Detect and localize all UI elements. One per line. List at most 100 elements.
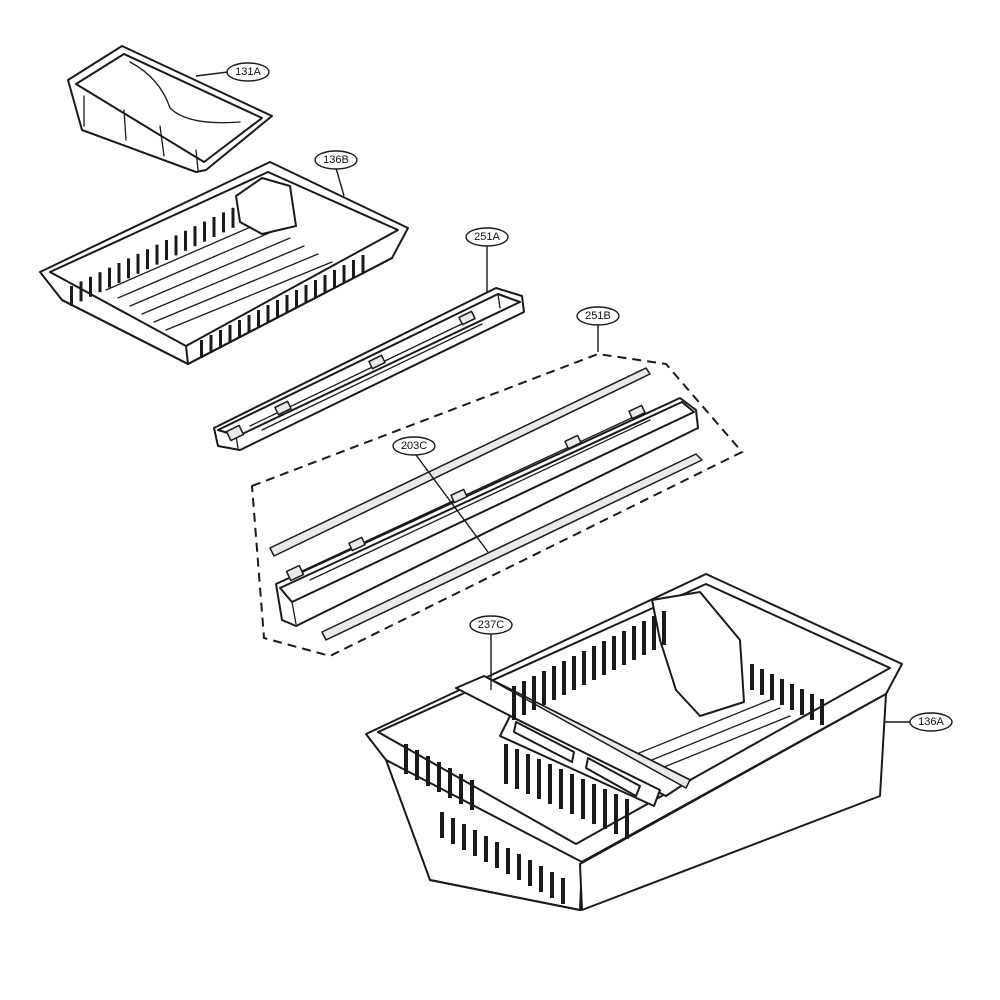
callout-label-251a: 251A: [474, 231, 500, 243]
vent-slot: [228, 325, 232, 343]
vent-slot: [448, 768, 452, 798]
vent-slot: [155, 244, 159, 265]
vent-slot: [108, 267, 111, 288]
vent-slot: [603, 789, 607, 829]
vent-slot: [165, 240, 168, 260]
callout-136a: 136A: [884, 712, 953, 732]
vent-slot: [212, 217, 216, 237]
callout-label-131a: 131A: [235, 66, 261, 78]
part-136b-upper-basket: [39, 161, 409, 365]
vent-slot: [625, 799, 629, 839]
vent-slot: [820, 699, 824, 725]
vent-slot: [526, 754, 530, 794]
vent-slot: [512, 686, 516, 720]
vent-slot: [238, 320, 241, 338]
vent-slot: [295, 290, 298, 308]
vent-slot: [257, 310, 260, 328]
callout-label-136b: 136B: [323, 154, 349, 166]
part-251b-rail-assembly: [250, 352, 744, 658]
vent-slot: [451, 818, 455, 844]
vent-slot: [89, 276, 92, 297]
vent-slot: [361, 255, 365, 273]
vent-slot: [127, 258, 130, 279]
part-136a-large-basket: [365, 573, 903, 911]
vent-slot: [592, 646, 596, 680]
vent-slot: [314, 280, 317, 298]
vent-slot: [790, 684, 794, 710]
vent-slot: [539, 866, 543, 892]
vent-slot: [459, 774, 463, 804]
vent-slot: [426, 756, 430, 786]
vent-slot: [352, 260, 355, 278]
vent-slot: [570, 774, 574, 814]
vent-slot: [193, 226, 197, 247]
vent-slot: [342, 265, 346, 283]
vent-slot: [561, 878, 565, 904]
vent-slot: [174, 235, 178, 256]
vent-slot: [662, 611, 666, 645]
vent-slot: [222, 212, 225, 233]
vent-slot: [537, 759, 541, 799]
vent-slot: [98, 272, 102, 293]
vent-slot: [622, 631, 626, 665]
vent-slot: [470, 780, 474, 810]
vent-slot: [632, 626, 636, 660]
callout-251a: 251A: [465, 227, 509, 292]
vent-slot: [440, 812, 444, 838]
vent-slot: [136, 253, 140, 274]
vent-slot: [559, 769, 563, 809]
vent-slot: [285, 295, 289, 313]
vent-slot: [652, 616, 656, 650]
callout-251b: 251B: [576, 306, 620, 352]
vent-slot: [415, 750, 419, 780]
vent-slot: [760, 669, 764, 695]
vent-slot: [323, 275, 327, 293]
vent-slot: [602, 641, 606, 675]
vent-slot: [404, 744, 408, 774]
vent-slot: [117, 263, 121, 283]
vent-slot: [532, 676, 536, 710]
vent-slot: [572, 656, 576, 690]
callout-label-237c: 237C: [478, 619, 504, 631]
vent-slot: [517, 854, 521, 880]
vent-slot: [800, 689, 804, 715]
vent-slot: [247, 315, 251, 333]
vent-slot: [333, 270, 336, 288]
vent-slot: [780, 679, 784, 705]
vent-slot: [146, 249, 149, 270]
vent-slot: [70, 286, 73, 306]
vent-slot: [219, 330, 222, 348]
vent-slot: [542, 671, 546, 705]
vent-slot: [504, 744, 508, 784]
vent-slot: [581, 779, 585, 819]
vent-slot: [548, 764, 552, 804]
vent-slot: [552, 666, 556, 700]
callout-131a: 131A: [195, 62, 270, 82]
callout-label-251b: 251B: [585, 310, 611, 322]
vent-slot: [506, 848, 510, 874]
vent-slot: [304, 285, 308, 303]
vent-slot: [437, 762, 441, 792]
vent-slot: [276, 300, 279, 318]
vent-slot: [562, 661, 566, 695]
vent-slot: [770, 674, 774, 700]
vent-slot: [528, 860, 532, 886]
callout-label-136a: 136A: [918, 716, 944, 728]
vent-slot: [642, 621, 646, 655]
callout-203c: 203C: [392, 436, 489, 553]
vent-slot: [266, 305, 270, 323]
vent-slot: [495, 842, 499, 868]
vent-slot: [582, 651, 586, 685]
vent-slot: [462, 824, 466, 850]
callout-136b: 136B: [314, 150, 358, 197]
vent-slot: [231, 207, 235, 228]
vent-slot: [184, 230, 187, 251]
part-251a-rail: [213, 287, 525, 451]
vent-slot: [592, 784, 596, 824]
vent-slot: [614, 794, 618, 834]
vent-slot: [810, 694, 814, 720]
vent-slot: [209, 335, 213, 353]
callout-237c: 237C: [469, 615, 513, 690]
vent-slot: [522, 681, 526, 715]
